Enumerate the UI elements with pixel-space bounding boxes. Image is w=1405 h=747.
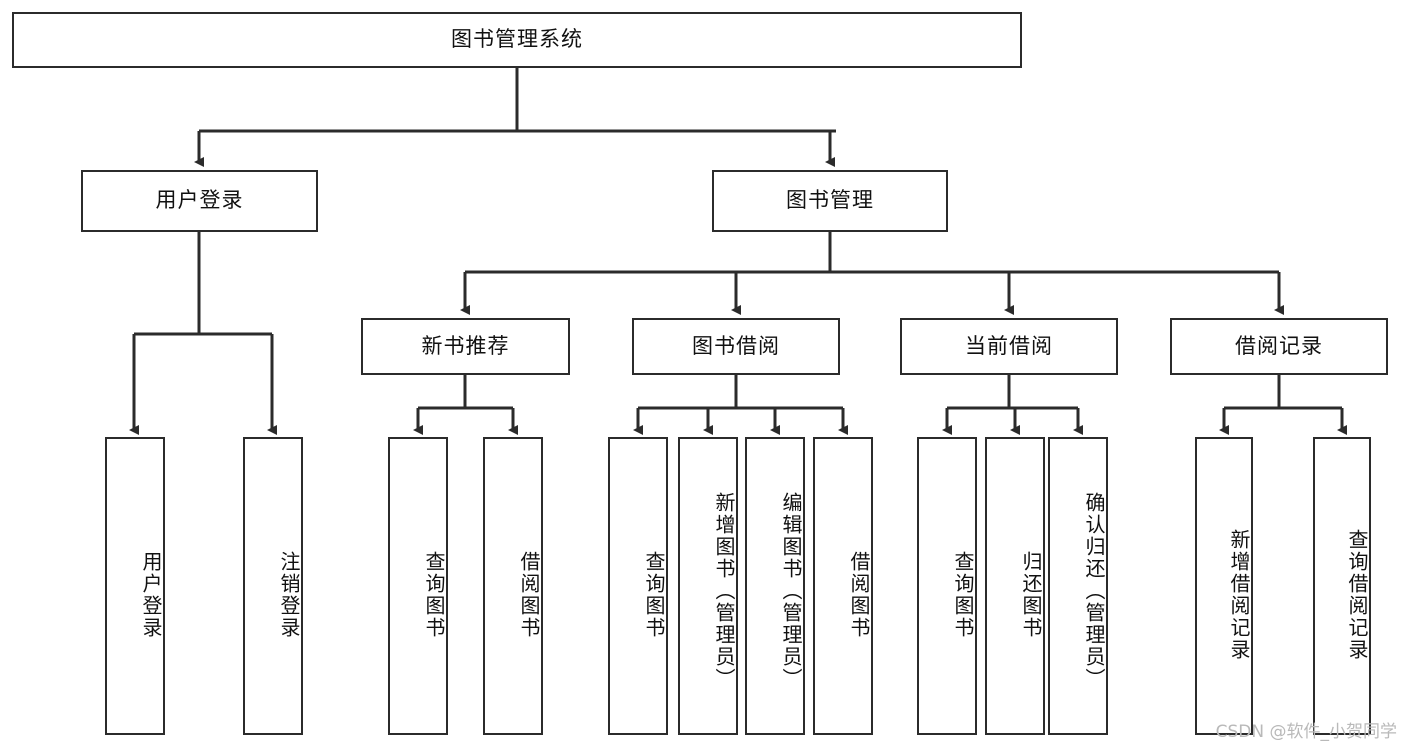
leaf-recommend-query-book[interactable]: 查询图书 — [388, 437, 448, 735]
leaf-current-return-book[interactable]: 归还图书 — [985, 437, 1045, 735]
node-label: 用户登录 — [155, 188, 244, 213]
node-book-borrow[interactable]: 图书借阅 — [632, 318, 840, 375]
node-book-management[interactable]: 图书管理 — [712, 170, 948, 232]
leaf-borrow-add-book[interactable]: 新增图书（管理员） — [678, 437, 738, 735]
node-user-login[interactable]: 用户登录 — [81, 170, 318, 232]
node-label: 图书管理系统 — [451, 27, 583, 52]
node-current-borrow[interactable]: 当前借阅 — [900, 318, 1118, 375]
leaf-recommend-borrow-book[interactable]: 借阅图书 — [483, 437, 543, 735]
node-label: 查询借阅记录 — [1345, 529, 1369, 661]
leaf-borrow-borrow-book[interactable]: 借阅图书 — [813, 437, 873, 735]
node-label: 注销登录 — [277, 551, 301, 639]
leaf-current-confirm-return[interactable]: 确认归还（管理员） — [1048, 437, 1108, 735]
node-label: 查询图书 — [422, 551, 446, 639]
node-label: 确认归还（管理员） — [1082, 492, 1106, 690]
leaf-record-add-record[interactable]: 新增借阅记录 — [1195, 437, 1253, 735]
leaf-record-query-record[interactable]: 查询借阅记录 — [1313, 437, 1371, 735]
node-label: 新增借阅记录 — [1227, 529, 1251, 661]
leaf-current-query-book[interactable]: 查询图书 — [917, 437, 977, 735]
node-label: 归还图书 — [1019, 551, 1043, 639]
leaf-user-login-logout[interactable]: 注销登录 — [243, 437, 303, 735]
node-label: 借阅记录 — [1235, 333, 1323, 358]
leaf-borrow-query-book[interactable]: 查询图书 — [608, 437, 668, 735]
node-label: 编辑图书（管理员） — [779, 492, 803, 690]
node-borrow-record[interactable]: 借阅记录 — [1170, 318, 1388, 375]
node-label: 新书推荐 — [421, 333, 510, 358]
node-label: 借阅图书 — [517, 551, 541, 639]
node-root-system[interactable]: 图书管理系统 — [12, 12, 1022, 68]
node-label: 图书借阅 — [692, 333, 780, 358]
node-label: 图书管理 — [786, 188, 874, 213]
node-label: 当前借阅 — [965, 333, 1053, 358]
node-label: 查询图书 — [642, 551, 666, 639]
node-label: 新增图书（管理员） — [712, 492, 736, 690]
node-label: 查询图书 — [951, 551, 975, 639]
node-label: 借阅图书 — [847, 551, 871, 639]
node-new-book-recommend[interactable]: 新书推荐 — [361, 318, 570, 375]
leaf-borrow-edit-book[interactable]: 编辑图书（管理员） — [745, 437, 805, 735]
leaf-user-login-login[interactable]: 用户登录 — [105, 437, 165, 735]
node-label: 用户登录 — [139, 551, 163, 639]
